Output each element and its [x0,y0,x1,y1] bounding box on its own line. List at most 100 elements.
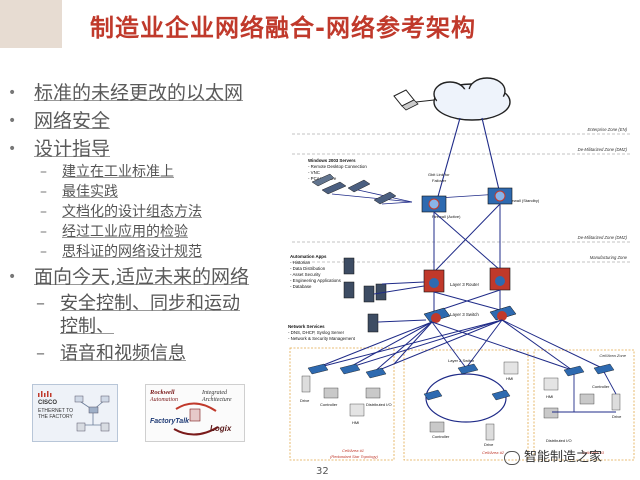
drive-label: Drive [300,398,310,403]
servers-line: - VNC [308,170,320,175]
page-number: 32 [316,466,329,477]
cell2-label: Cell/Area #2 [482,450,505,455]
bullet-design-guidance: • 设计指导 [0,136,290,162]
app-server-icon [343,257,387,333]
hmi-label: HMI [546,394,553,399]
header-accent-bar [0,0,62,48]
cell1-sub-label: (Redundant Star Topology) [330,454,379,459]
bullet-dot-icon: • [8,113,17,129]
distributed-io-label: Distributed I/O [546,438,572,443]
dash-icon: – [40,244,47,260]
rockwell-integrated-architecture-logo: Rockwell Automation Integrated Architect… [145,384,245,442]
apps-line: - Historian [290,260,311,265]
controller-label: Controller [432,434,450,439]
sub-bullet: –经过工业应用的检验 [0,222,290,242]
bullet-text: 网络安全 [34,110,111,132]
ra-line1: Rockwell [149,389,175,396]
failover-label: Failover [432,178,447,183]
sub-bullet-control: – 安全控制、同步和运动 控制、 [0,292,290,338]
internet-cloud-icon [433,77,511,121]
laptop-icon [393,89,419,111]
servers-line: - Remote Desktop Connection [308,164,367,169]
sub-bullet-voice-video: – 语音和视频信息 [0,342,290,365]
cell-zone-label: Cell/Area Zone [599,353,626,358]
bullet-security: • 网络安全 [0,108,290,134]
zone-enterprise-label: Enterprise Zone (EN) [587,127,627,132]
bullet-future-network: • 面向今天,适应未来的网络 [0,264,290,290]
sub-bullet-text: 经过工业应用的检验 [62,224,188,240]
zone-dmz-top-label: De-Militarized Zone (DMZ) [578,147,628,152]
layer3-switch-icon [423,305,517,323]
sub-bullet: –思科证的网络设计规范 [0,242,290,262]
ra-architecture: Architecture [201,397,232,403]
sub-bullet-text: 最佳实践 [62,184,118,200]
drive-label: Drive [612,414,622,419]
zone-dmz-bottom-label: De-Militarized Zone (DMZ) [578,235,628,240]
netservices-line: - Network & Security Management [288,336,356,341]
cisco-line2: THE FACTORY [38,414,73,420]
firewall-active-label: Firewall (Active) [432,214,461,219]
sub-bullet-text: 安全控制、同步和运动 [60,293,240,314]
sub-bullet-text: 文档化的设计组态方法 [62,204,202,220]
sub-bullet: –最佳实践 [0,182,290,202]
bullet-dot-icon: • [8,85,17,101]
hmi-label: HMI [506,376,513,381]
cell1-label: Cell/Area #1 [342,448,364,453]
sub-bullet-text: 思科证的网络设计规范 [62,244,202,260]
controller-label: Controller [320,402,338,407]
bullet-text: 标准的未经更改的以太网 [34,82,244,104]
firewall-active-icon [421,195,447,213]
zone-manufacturing-label: Manufacturing Zone [590,255,628,260]
slide-header: 制造业企业网络融合-网络参考架构 [0,0,640,52]
cisco-ethernet-logo: CISCO ETHERNET TO THE FACTORY [32,384,118,442]
rockwell-logo-graphic: Rockwell Automation Integrated Architect… [149,389,232,436]
dash-icon: – [40,204,47,220]
cell3-label: Cell/Area #3 [582,450,605,455]
bullet-ethernet: • 标准的未经更改的以太网 [0,80,290,106]
cisco-logo-graphic: CISCO ETHERNET TO THE FACTORY [35,387,115,439]
wechat-icon [504,450,520,465]
netservices-title: Network Services [288,324,325,329]
ra-line2: Automation [149,397,178,403]
layer3-switch-label: Layer 3 Switch [450,312,479,317]
sub-bullet: –建立在工业标准上 [0,162,290,182]
wechat-watermark: 智能制造之家 [504,446,602,465]
bullet-text: 设计指导 [34,138,111,160]
ra-factorytalk: FactoryTalk [150,418,190,425]
controller-label: Controller [592,384,610,389]
layer3-router-label: Layer 3 Router [450,282,480,287]
sub-bullet-text: 语音和视频信息 [60,343,186,364]
apps-line: - Asset Security [290,272,321,277]
sub-bullet: –文档化的设计组态方法 [0,202,290,222]
gig-link-label: Gbit Link for [428,172,450,177]
bullet-dot-icon: • [8,141,17,157]
watermark-text: 智能制造之家 [524,450,603,465]
bullet-list: • 标准的未经更改的以太网 • 网络安全 • 设计指导 –建立在工业标准上 –最… [0,80,290,365]
slide-title: 制造业企业网络融合-网络参考架构 [90,14,476,42]
cisco-line1: ETHERNET TO [38,408,73,414]
network-architecture-diagram: Enterprise Zone (EN) De-Militarized Zone… [288,77,635,461]
dash-icon: – [40,184,47,200]
drive-label: Drive [484,442,494,447]
apps-title: Automation Apps [290,254,327,259]
dash-icon: – [36,293,45,314]
firewall-standby-label: Firewall (Standby) [507,198,540,203]
sub-bullet-text: 建立在工业标准上 [62,164,174,180]
servers-title: Windows 2003 Servers [308,158,356,163]
layer2-switch-label: Layer 2 Switch [448,358,474,363]
cell2-ring [423,361,519,441]
netservices-line: - DNS, DHCP, Syslog Server [288,330,345,335]
distributed-io-label: Distributed I/O [366,402,392,407]
sub-bullet-text: 控制、 [60,316,114,337]
cisco-name: CISCO [38,400,57,406]
hmi-label: HMI [352,420,359,425]
layer3-router-icon [423,267,511,293]
server-stack-icon [311,173,397,205]
bullet-text: 面向今天,适应未来的网络 [34,266,250,288]
dash-icon: – [40,224,47,240]
dash-icon: – [36,343,45,364]
ra-integrated: Integrated [201,390,228,396]
cell3-devices [543,363,621,419]
ra-logix: Logix [210,424,232,433]
apps-line: - Database [290,284,312,289]
